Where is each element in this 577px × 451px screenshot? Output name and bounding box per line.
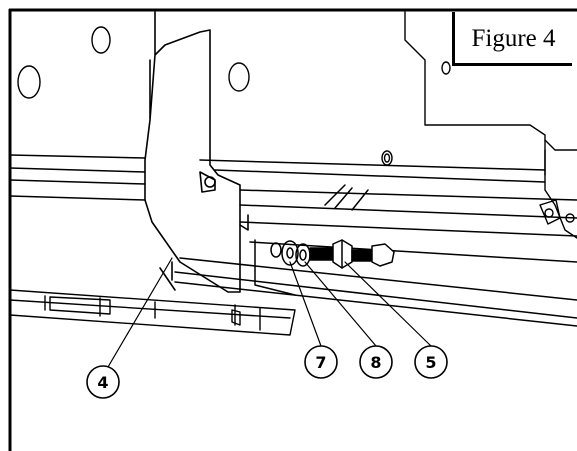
- leader-4: [107, 257, 173, 368]
- panel-hole: [91, 26, 111, 54]
- panel-hole: [383, 153, 391, 163]
- panel-hole: [17, 65, 41, 99]
- callout-label: 5: [425, 353, 436, 372]
- bracket-plate: [144, 11, 249, 293]
- side-rails: [9, 154, 577, 327]
- figure-label: Figure 4: [452, 12, 572, 66]
- callout-4: 4: [86, 365, 120, 399]
- leader-5: [344, 261, 432, 347]
- callout-label: 7: [315, 353, 326, 372]
- callout-label: 8: [370, 353, 381, 372]
- panel-hole: [441, 61, 451, 75]
- leader-lines: [107, 257, 432, 368]
- upper-panel: [17, 11, 577, 176]
- panel-hole: [381, 150, 393, 166]
- callout-8: 8: [359, 345, 393, 379]
- panel-hole: [228, 62, 250, 92]
- leader-8: [304, 261, 377, 347]
- leader-7: [289, 261, 322, 347]
- frame: [8, 8, 577, 451]
- callout-5: 5: [414, 345, 448, 379]
- washer-7: [281, 240, 299, 266]
- bottom-tray: [9, 289, 296, 336]
- callout-label: 4: [97, 373, 108, 392]
- right-bracket: [539, 149, 577, 239]
- callout-7: 7: [304, 345, 338, 379]
- bolt-assembly: [254, 239, 395, 296]
